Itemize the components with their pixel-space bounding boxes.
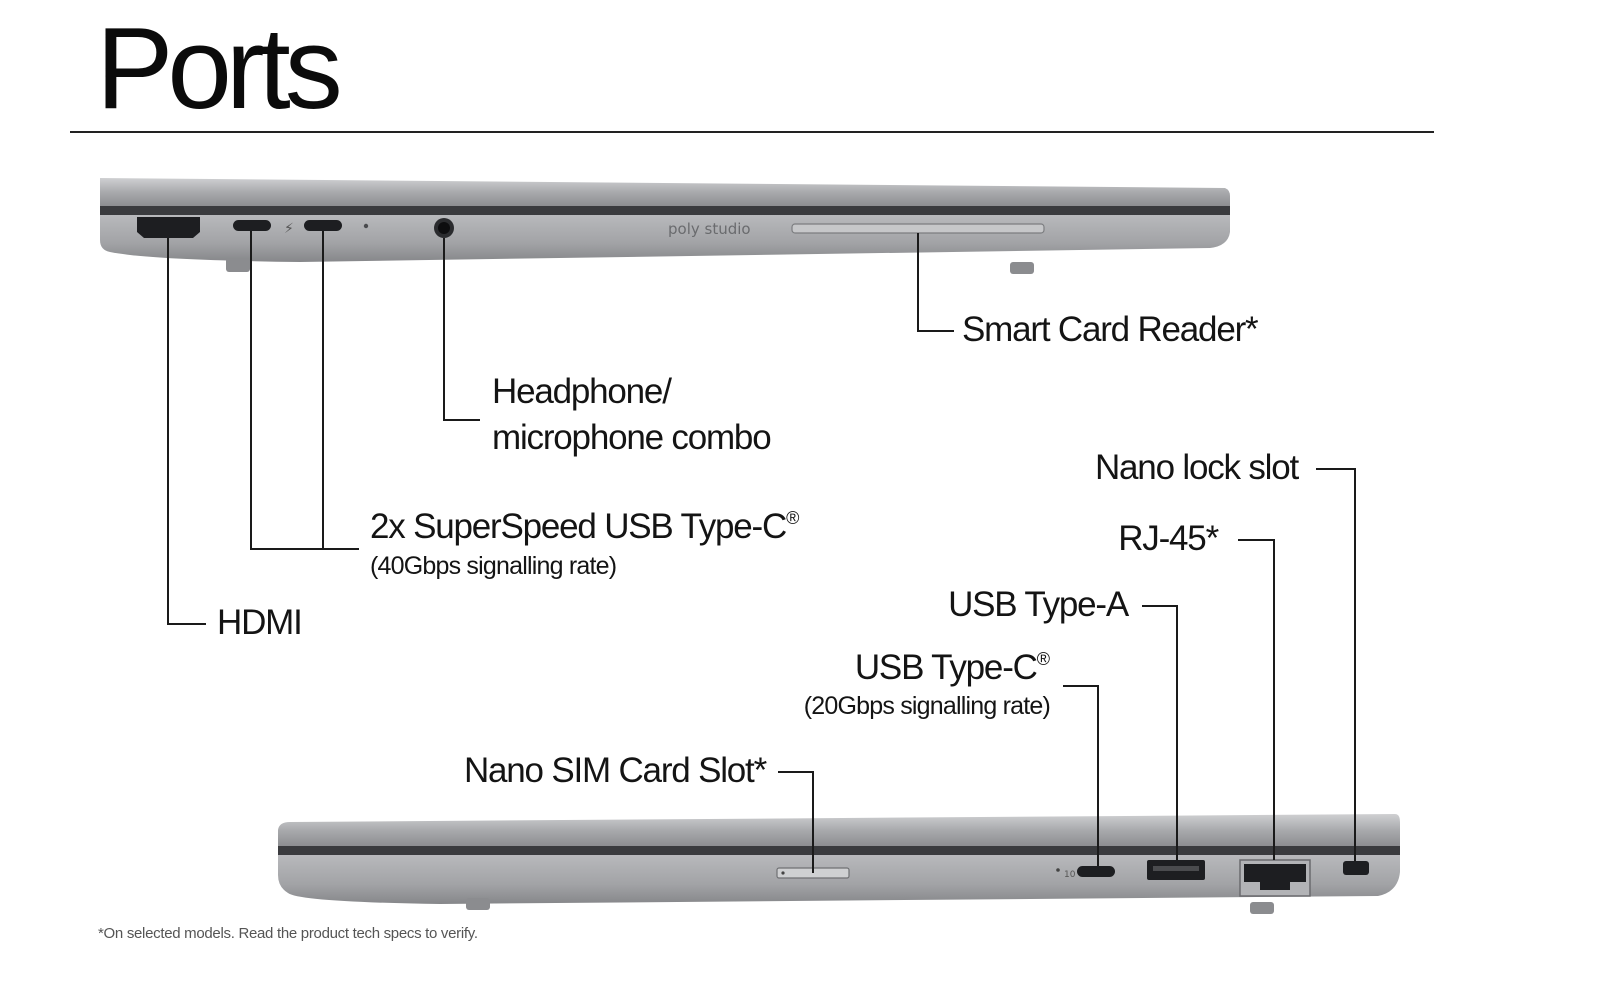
label-usb-c-right: USB Type-C® bbox=[855, 650, 1050, 685]
label-usb-type-a: USB Type-A bbox=[948, 587, 1128, 622]
usb-c-port bbox=[233, 220, 271, 231]
label-rj45: RJ-45* bbox=[1118, 521, 1218, 556]
callout-usb-c-left bbox=[251, 231, 359, 549]
laptop-left-side: ⚡ poly studio bbox=[100, 178, 1230, 274]
hdmi-port bbox=[137, 217, 200, 238]
label-headphone-line2: microphone combo bbox=[492, 420, 770, 455]
label-usb-c-left: 2x SuperSpeed USB Type-C® bbox=[370, 509, 799, 544]
laptop-right-side: 10 bbox=[278, 814, 1400, 914]
label-usb-c-right-text: USB Type-C bbox=[855, 648, 1037, 687]
label-usb-c-left-text: 2x SuperSpeed USB Type-C bbox=[370, 507, 786, 546]
registered-mark: ® bbox=[786, 508, 799, 528]
label-headphone-line1: Headphone/ bbox=[492, 374, 671, 409]
label-usb-c-left-speed: (40Gbps signalling rate) bbox=[370, 554, 616, 579]
label-hdmi: HDMI bbox=[217, 605, 302, 640]
usb-c-speed-mark: 10 bbox=[1064, 870, 1076, 880]
brand-logo-text: poly studio bbox=[668, 220, 751, 238]
callout-rj45 bbox=[1238, 540, 1274, 860]
foot bbox=[1010, 262, 1034, 274]
status-led bbox=[1056, 868, 1060, 872]
thunderbolt-icon: ⚡ bbox=[284, 221, 294, 237]
label-usb-c-right-speed: (20Gbps signalling rate) bbox=[804, 694, 1050, 719]
label-nano-sim-slot: Nano SIM Card Slot* bbox=[464, 753, 766, 788]
usb-c-port bbox=[1077, 866, 1115, 877]
nano-lock-slot bbox=[1343, 861, 1369, 875]
usb-c-port bbox=[304, 220, 342, 231]
foot bbox=[1250, 902, 1274, 914]
callout-nano-lock bbox=[1316, 469, 1355, 861]
label-smart-card-reader: Smart Card Reader* bbox=[962, 312, 1257, 347]
callout-hdmi bbox=[168, 238, 206, 624]
registered-mark: ® bbox=[1037, 649, 1050, 669]
footnote: *On selected models. Read the product te… bbox=[98, 925, 478, 942]
callout-headphone bbox=[444, 238, 480, 420]
smart-card-slot bbox=[792, 224, 1044, 233]
foot bbox=[466, 898, 490, 910]
foot bbox=[226, 258, 250, 272]
status-led bbox=[364, 224, 368, 228]
label-nano-lock-slot: Nano lock slot bbox=[1095, 450, 1298, 485]
